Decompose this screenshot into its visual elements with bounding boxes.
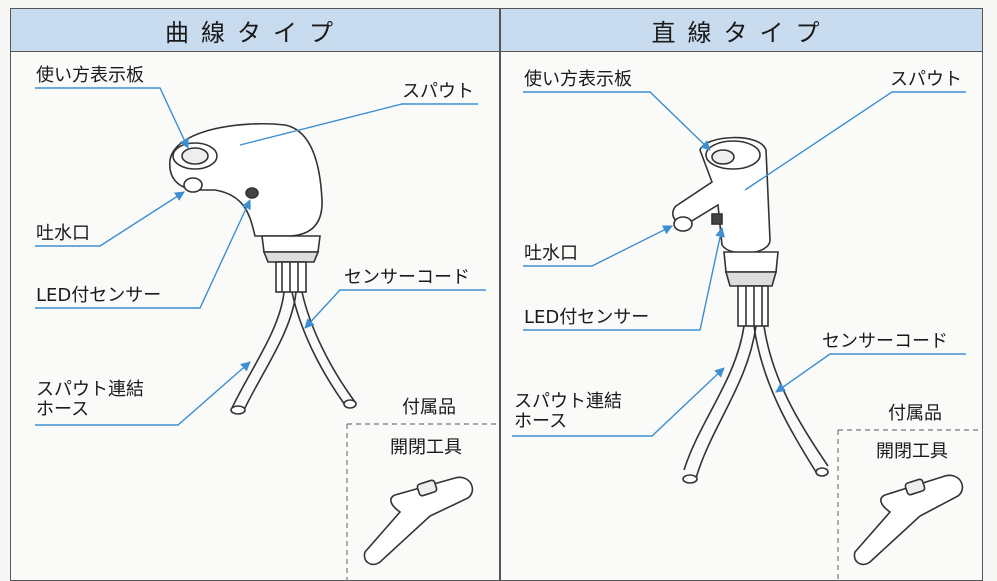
label-outlet-right: 吐水口 xyxy=(524,243,578,264)
curved-accessory-box xyxy=(346,423,498,581)
label-accessory-left: 付属品 xyxy=(402,397,456,418)
straight-leader-lines xyxy=(512,91,966,437)
panel-title-straight: 直線タイプ xyxy=(501,9,982,52)
label-hose-line2-left: ホース xyxy=(36,399,90,420)
label-led-sensor-right: LED付センサー xyxy=(524,307,650,328)
label-led-sensor-left: LED付センサー xyxy=(36,285,162,306)
label-opening-tool-left: 開閉工具 xyxy=(390,437,462,458)
straight-accessory-box xyxy=(837,429,983,581)
label-usage-plate-left: 使い方表示板 xyxy=(36,65,144,86)
label-accessory-right: 付属品 xyxy=(888,403,942,424)
label-opening-tool-right: 開閉工具 xyxy=(876,441,948,462)
curved-faucet-illustration xyxy=(169,122,357,415)
panel-title-curved: 曲線タイプ xyxy=(11,9,499,52)
label-hose-line2-right: ホース xyxy=(514,411,568,432)
label-usage-plate-right: 使い方表示板 xyxy=(524,69,632,90)
label-hose-line1-left: スパウト連結 xyxy=(36,379,144,400)
label-spout-right: スパウト xyxy=(890,69,962,90)
label-outlet-left: 吐水口 xyxy=(36,223,90,244)
label-spout-left: スパウト xyxy=(402,81,474,102)
label-hose-line1-right: スパウト連結 xyxy=(514,391,622,412)
straight-faucet-illustration xyxy=(672,136,829,484)
opening-tool-illustration-left xyxy=(363,476,474,566)
label-sensor-cord-right: センサーコード xyxy=(822,331,948,352)
label-sensor-cord-left: センサーコード xyxy=(344,267,470,288)
curved-leader-lines xyxy=(35,87,486,426)
opening-tool-illustration-right xyxy=(853,474,964,566)
